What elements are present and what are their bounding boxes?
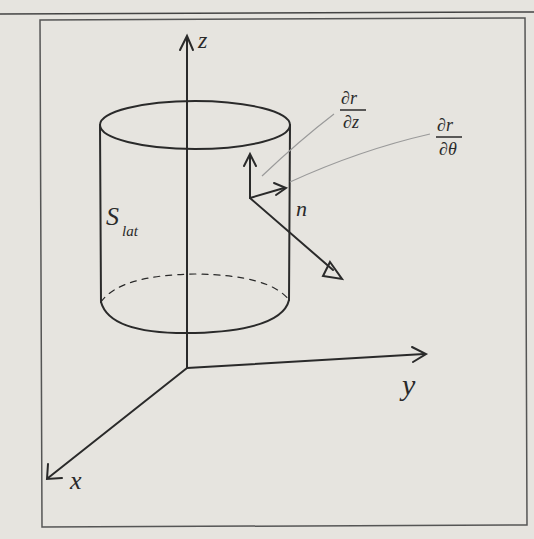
leader-line	[290, 134, 430, 182]
cylinder-top	[100, 101, 290, 149]
axis-label: z	[198, 28, 207, 52]
page-rule	[0, 12, 534, 14]
arrowhead	[412, 347, 426, 362]
surface-label: S	[106, 204, 119, 230]
fraction-numerator: ∂r⃗	[341, 89, 371, 107]
fraction-denominator: ∂θ	[439, 140, 457, 158]
fraction-numerator: ∂r⃗	[437, 116, 467, 134]
normal-vector	[250, 198, 333, 270]
arrowhead	[47, 464, 62, 479]
axis-label: y	[402, 370, 415, 400]
arrowhead	[244, 154, 256, 166]
dr-dz-vector	[249, 156, 251, 198]
fraction-bar	[436, 136, 462, 138]
arrowhead	[180, 36, 193, 50]
x-axis	[48, 368, 187, 478]
arrowhead	[274, 183, 286, 195]
cylinder-side	[100, 125, 101, 302]
fraction-bar	[340, 109, 366, 111]
leader-line	[262, 114, 334, 176]
cylinder-bottom-front	[101, 300, 289, 333]
axis-label: x	[70, 468, 82, 494]
vector-label: n⃗	[296, 198, 324, 220]
arrowhead	[323, 262, 342, 279]
surface-subscript: lat	[122, 224, 138, 239]
frame	[40, 18, 527, 527]
y-axis	[187, 354, 424, 368]
fraction-denominator: ∂z	[343, 113, 359, 131]
cylinder-bottom-back	[101, 274, 289, 302]
z-axis	[186, 38, 188, 368]
